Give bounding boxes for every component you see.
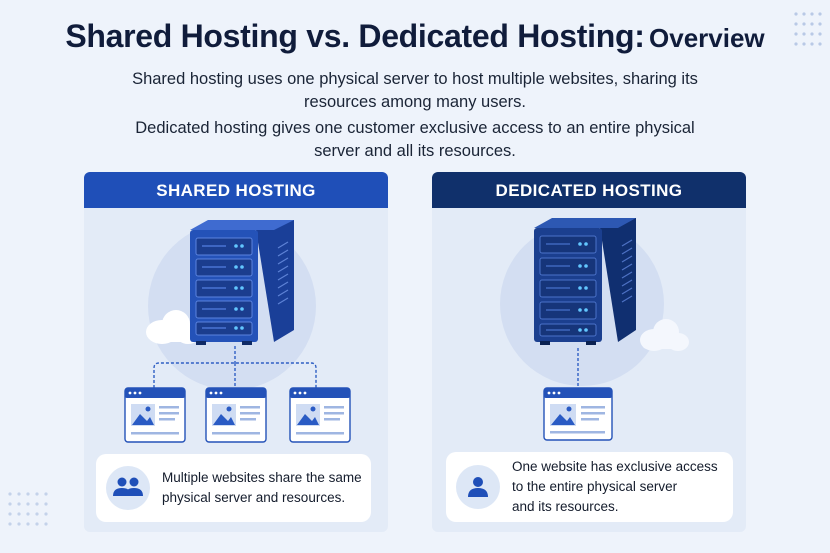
shared-hosting-panel: SHARED HOSTING — [84, 172, 388, 532]
website-window-1 — [124, 387, 186, 443]
shared-description: Shared hosting uses one physical server … — [132, 70, 698, 111]
cloud-icon — [640, 319, 689, 351]
dedicated-hosting-panel: DEDICATED HOSTING — [432, 172, 746, 532]
dedicated-hosting-illustration — [500, 218, 689, 441]
shared-hosting-illustration — [124, 220, 351, 443]
decorative-dots-top-right — [794, 12, 822, 46]
shared-hosting-header: SHARED HOSTING — [84, 172, 388, 208]
decorative-dots-bottom-left — [8, 492, 48, 526]
page-title: Shared Hosting vs. Dedicated Hosting: Ov… — [0, 18, 830, 55]
website-window — [543, 387, 613, 441]
shared-caption-box: Multiple websites share the same physica… — [96, 454, 371, 522]
website-window-3 — [289, 387, 351, 443]
connector-lines — [153, 346, 317, 388]
dedicated-caption-box: One website has exclusive access to the … — [446, 452, 733, 522]
dedicated-caption-text: One website has exclusive access to the … — [512, 459, 718, 514]
server-icon — [190, 220, 294, 345]
server-icon — [534, 218, 636, 345]
user-icon — [456, 465, 500, 509]
shared-caption-text: Multiple websites share the same physica… — [162, 470, 362, 505]
website-window-2 — [205, 387, 267, 443]
users-icon — [106, 466, 150, 510]
dedicated-description: Dedicated hosting gives one customer exc… — [135, 119, 695, 160]
page-title-main: Shared Hosting vs. Dedicated Hosting: — [65, 18, 645, 54]
page-title-sub: Overview — [649, 23, 765, 53]
dedicated-hosting-header: DEDICATED HOSTING — [432, 172, 746, 208]
